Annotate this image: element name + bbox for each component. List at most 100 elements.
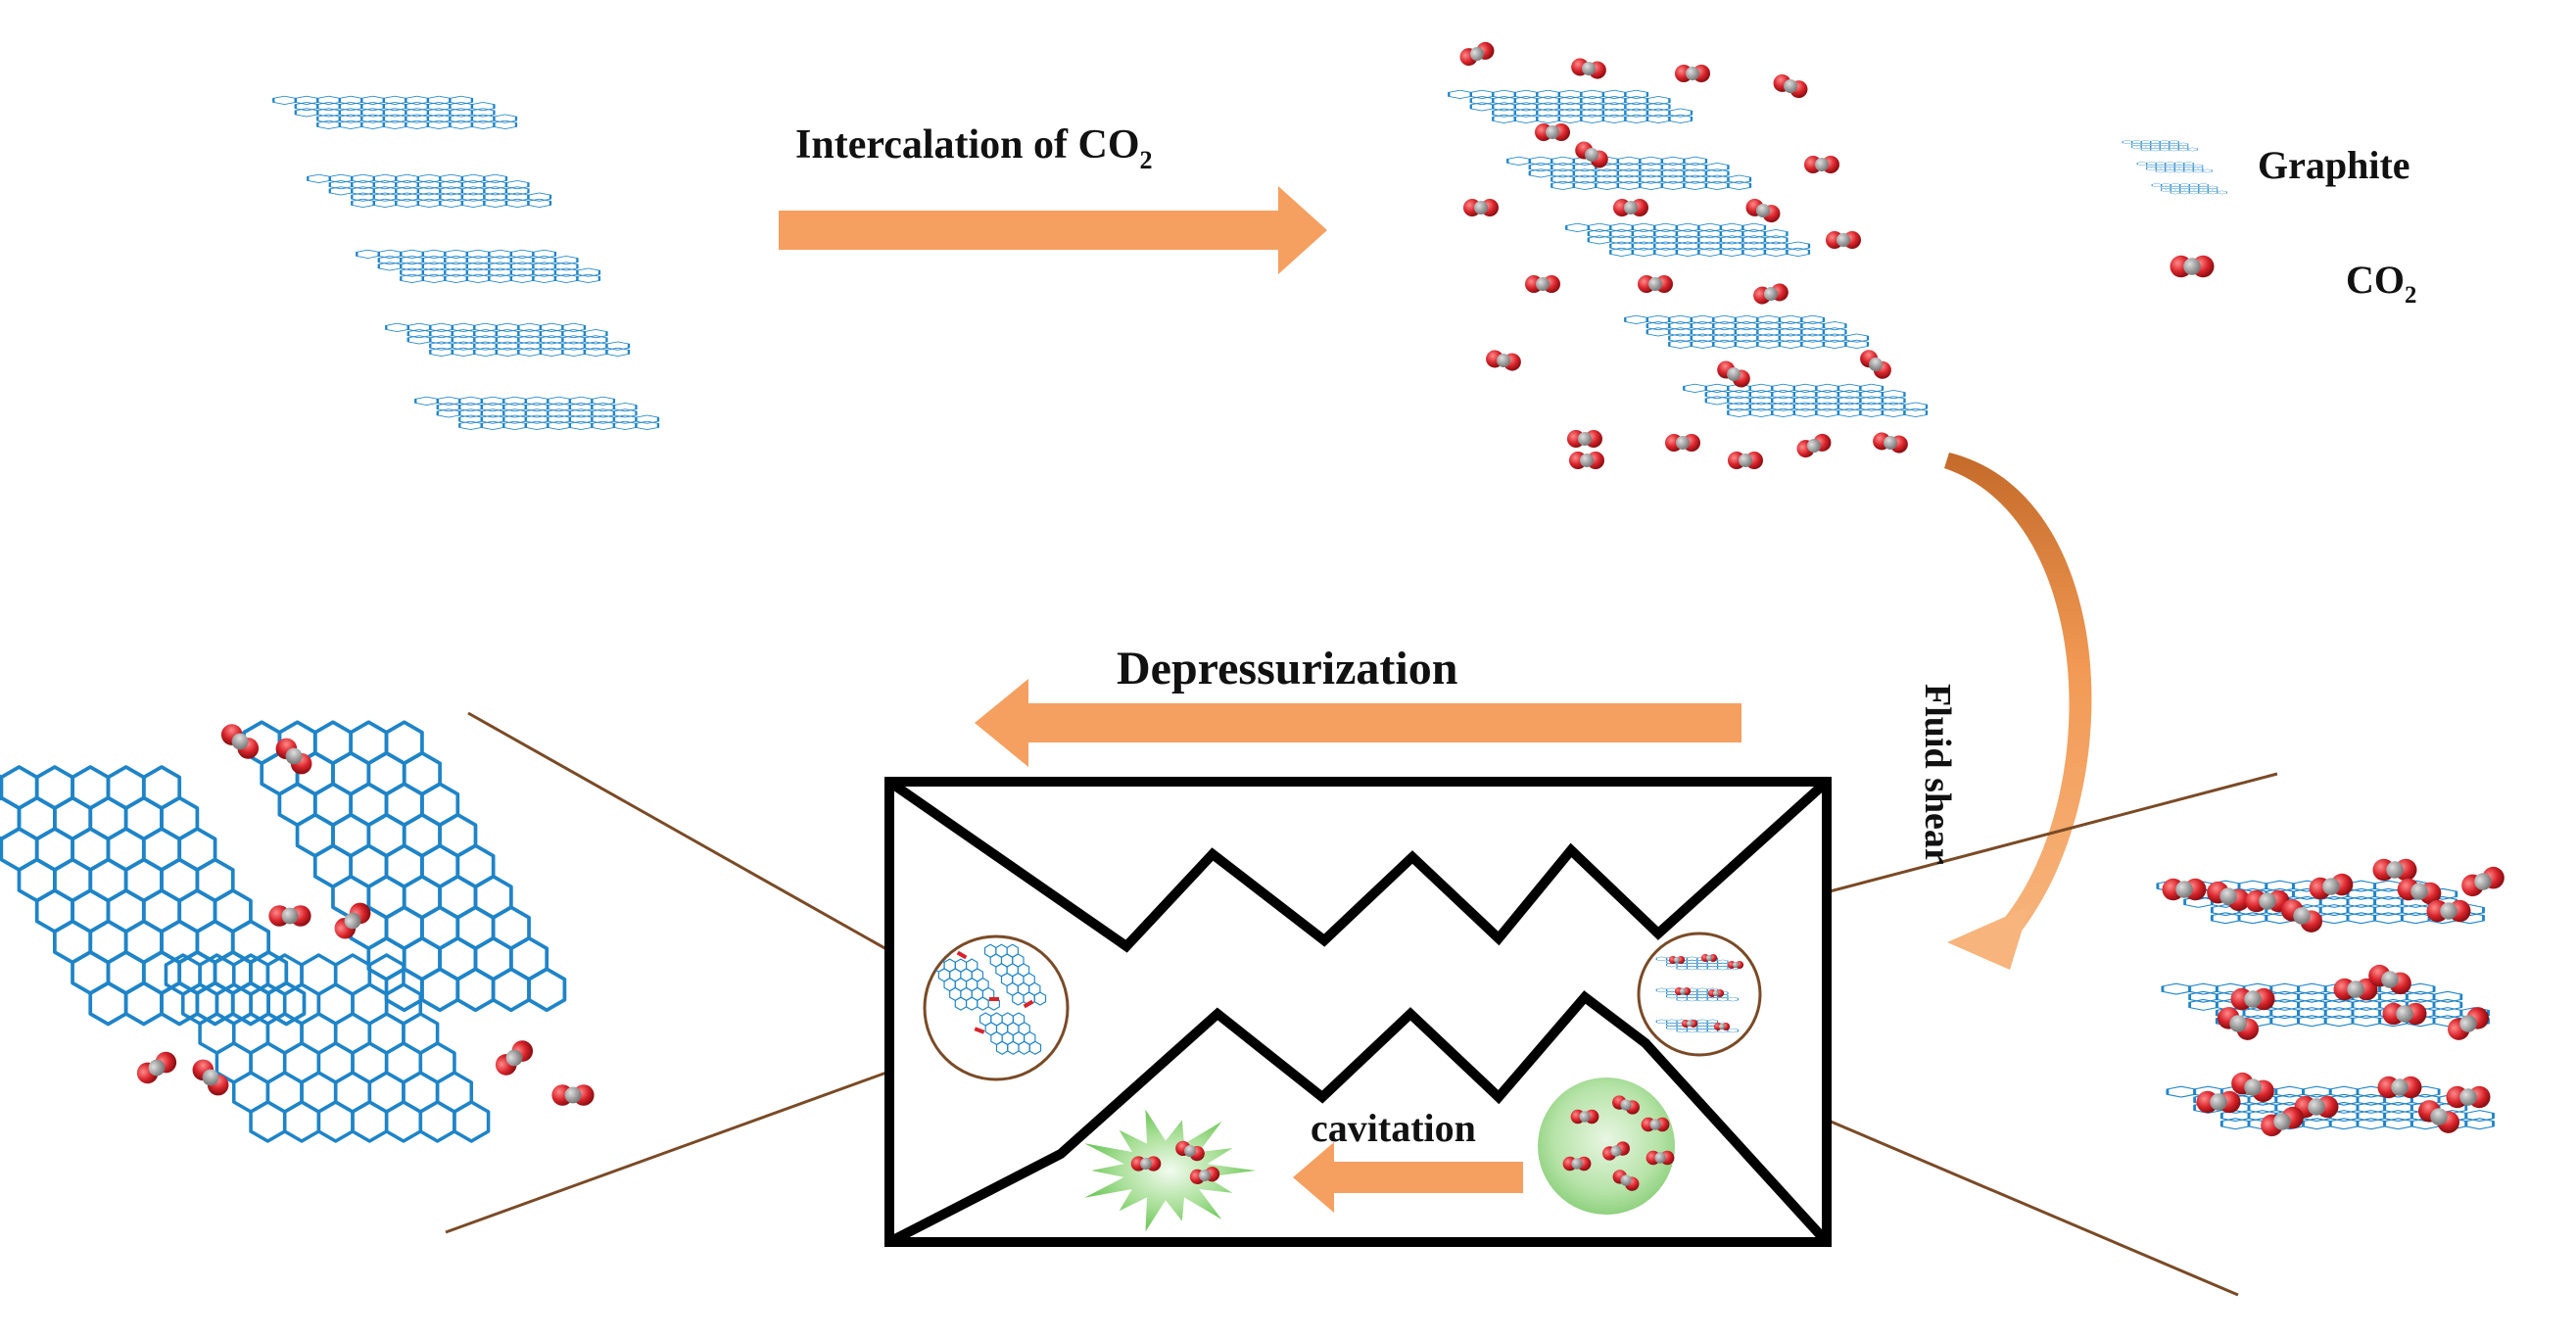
co2-molecule <box>192 1059 229 1096</box>
co2-molecule <box>1602 1141 1630 1161</box>
co2-molecule <box>334 902 371 939</box>
fluid-shear-label-text: Fluid shear <box>1917 684 1958 865</box>
co2-molecule <box>2294 1095 2339 1119</box>
co2-molecule <box>1796 433 1832 458</box>
depressurization-label: Depressurization <box>1117 642 1457 695</box>
co2-molecule <box>1707 988 1725 998</box>
legend-co2-text: CO <box>2346 258 2405 302</box>
co2-molecule <box>1130 1156 1162 1172</box>
co2-molecule <box>1674 986 1692 996</box>
legend-graphite-icon <box>2121 138 2228 196</box>
co2-molecule <box>1668 955 1686 965</box>
intercalation-label-text: Intercalation of CO <box>795 122 1140 168</box>
co2-molecule <box>1646 1150 1675 1166</box>
co2-molecule <box>2446 1085 2491 1109</box>
co2-molecule <box>1613 199 1648 216</box>
co2-molecule <box>1826 231 1861 249</box>
exfoliated-sheet <box>0 765 307 1027</box>
co2-molecule <box>2231 1072 2274 1103</box>
co2-molecule <box>495 1040 534 1076</box>
graphene-layer <box>1564 221 1811 259</box>
co2-molecule <box>1459 41 1495 67</box>
legend-graphite-label: Graphite <box>2258 142 2410 188</box>
legend-graphite-layer <box>2135 160 2214 174</box>
co2-molecule <box>136 1051 177 1084</box>
legend <box>2121 138 2228 278</box>
co2-molecule <box>1713 1022 1731 1031</box>
co2-molecule <box>2281 899 2322 933</box>
co2-molecule <box>2218 1007 2259 1040</box>
co2-molecule <box>2426 899 2471 923</box>
cavitation-label: cavitation <box>1311 1105 1476 1151</box>
legend-graphite-layer <box>2121 138 2199 153</box>
co2-molecule <box>2245 889 2290 913</box>
co2-molecule <box>551 1084 595 1106</box>
co2-molecule <box>2196 1090 2241 1114</box>
graphene-layer <box>2161 981 2491 1029</box>
graphene-layer <box>1682 382 1929 419</box>
intercalation-label-sub: 2 <box>1139 145 1153 174</box>
legend-graphite-layer <box>2150 181 2228 196</box>
co2-molecule <box>1525 275 1560 293</box>
co2-molecule <box>1562 1156 1592 1172</box>
legend-co2-label: CO2 <box>2346 257 2416 309</box>
co2-molecule <box>1700 953 1718 963</box>
graphene-layer <box>1623 313 1870 351</box>
co2-molecule <box>1535 123 1570 141</box>
co2-bubble <box>1538 1077 1675 1215</box>
co2-molecule <box>2162 878 2207 901</box>
graphene-layer <box>384 321 631 359</box>
depressurization-label-text: Depressurization <box>1117 643 1458 694</box>
co2-molecule <box>1175 1140 1205 1162</box>
co2-molecule <box>1773 73 1808 99</box>
cavitation-label-text: cavitation <box>1311 1106 1476 1150</box>
fluid-shear-arrow <box>1944 453 2092 970</box>
co2-molecule <box>2448 1007 2489 1040</box>
graphite-stack-intercalated <box>1447 41 1929 469</box>
co2-molecule <box>1804 156 1839 173</box>
co2-molecule <box>1612 1170 1640 1191</box>
co2-molecule <box>1575 141 1608 168</box>
co2-molecule <box>2377 1076 2422 1099</box>
cavitation-arrow <box>1293 1142 1523 1213</box>
co2-molecule <box>2261 1106 2304 1137</box>
exfoliated-graphene-sheets <box>0 720 595 1143</box>
graphene-layer <box>1447 88 1693 125</box>
intercalation-arrow <box>779 186 1327 274</box>
co2-molecule <box>268 905 311 927</box>
co2-molecule <box>1727 960 1744 970</box>
graphene-layer <box>413 395 660 432</box>
co2-molecule <box>2230 987 2275 1011</box>
co2-molecule <box>1665 434 1700 452</box>
graphene-layer <box>1505 155 1752 192</box>
co2-molecule <box>2397 878 2442 905</box>
legend-co2-sub: 2 <box>2405 282 2417 310</box>
co2-molecule <box>2207 881 2250 912</box>
co2-molecule <box>1569 452 1604 469</box>
graphene-layer <box>355 248 601 285</box>
co2-molecule <box>1860 350 1891 379</box>
co2-molecule <box>1571 58 1606 79</box>
cavitation-burst <box>1084 1109 1256 1232</box>
legend-co2-icon <box>2170 255 2215 278</box>
graphite-stack-zoomed <box>2156 858 2504 1137</box>
co2-molecule <box>1612 1095 1640 1115</box>
co2-molecule <box>1675 65 1710 82</box>
co2-molecule <box>220 724 260 759</box>
legend-graphite-text: Graphite <box>2258 143 2410 187</box>
co2-molecule <box>2309 873 2354 900</box>
co2-molecule <box>1567 430 1602 448</box>
co2-molecule <box>2382 1002 2427 1026</box>
co2-molecule <box>275 738 312 775</box>
co2-molecule <box>1189 1167 1220 1184</box>
intercalation-label: Intercalation of CO2 <box>795 121 1153 174</box>
co2-molecule <box>1463 199 1499 216</box>
co2-molecule <box>1638 275 1673 293</box>
graphene-layer <box>271 94 518 131</box>
zoom-circle-exfoliated <box>923 934 1070 1081</box>
fluid-shear-label: Fluid shear <box>1916 684 1959 865</box>
co2-molecule <box>2368 964 2411 995</box>
co2-molecule <box>1745 198 1781 223</box>
co2-molecule <box>1681 1019 1698 1029</box>
co2-molecule <box>2418 1100 2459 1133</box>
